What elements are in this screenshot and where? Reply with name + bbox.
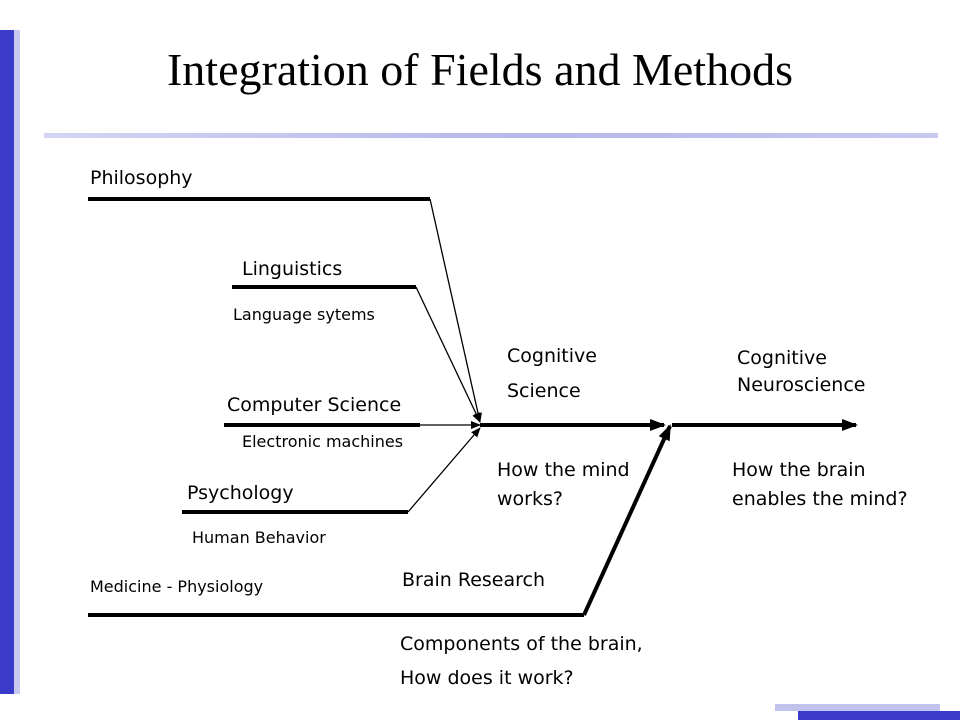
slide-title: Integration of Fields and Methods — [166, 44, 793, 95]
corner-accent-dark — [798, 711, 960, 720]
cognitive-neuroscience-label-2: Neuroscience — [737, 374, 866, 396]
brain-research-detail-2: How does it work? — [400, 667, 574, 689]
cognitive-science-label-2: Science — [507, 380, 581, 402]
title-underline — [44, 133, 938, 138]
linguistics-label: Linguistics — [242, 258, 343, 280]
medicine-label: Medicine - Physiology — [90, 577, 264, 596]
corner-accent-light — [775, 704, 940, 711]
cognitive-science-question-1: How the mind — [497, 459, 630, 481]
linguistics-connector — [415, 286, 481, 423]
brain-research-arrow — [582, 424, 672, 616]
philosophy-label: Philosophy — [90, 167, 193, 189]
cognitive-neuroscience-question-1: How the brain — [732, 459, 866, 481]
brain-research-detail-1: Components of the brain, — [400, 633, 643, 655]
linguistics-detail: Language sytems — [233, 305, 375, 324]
cognitive-neuroscience-label-1: Cognitive — [737, 347, 827, 369]
cognitive-science-question-2: works? — [497, 488, 563, 510]
left-accent-bar — [0, 30, 26, 694]
cognitive-science-label-1: Cognitive — [507, 345, 597, 367]
psychology-label: Psychology — [187, 482, 294, 504]
psychology-connector — [407, 427, 481, 513]
computer-science-detail: Electronic machines — [242, 432, 404, 451]
computer-science-label: Computer Science — [227, 394, 402, 416]
psychology-detail: Human Behavior — [192, 528, 326, 547]
cognitive-neuroscience-question-2: enables the mind? — [732, 488, 908, 510]
brain-research-label: Brain Research — [402, 569, 546, 591]
philosophy-connector — [429, 198, 482, 423]
